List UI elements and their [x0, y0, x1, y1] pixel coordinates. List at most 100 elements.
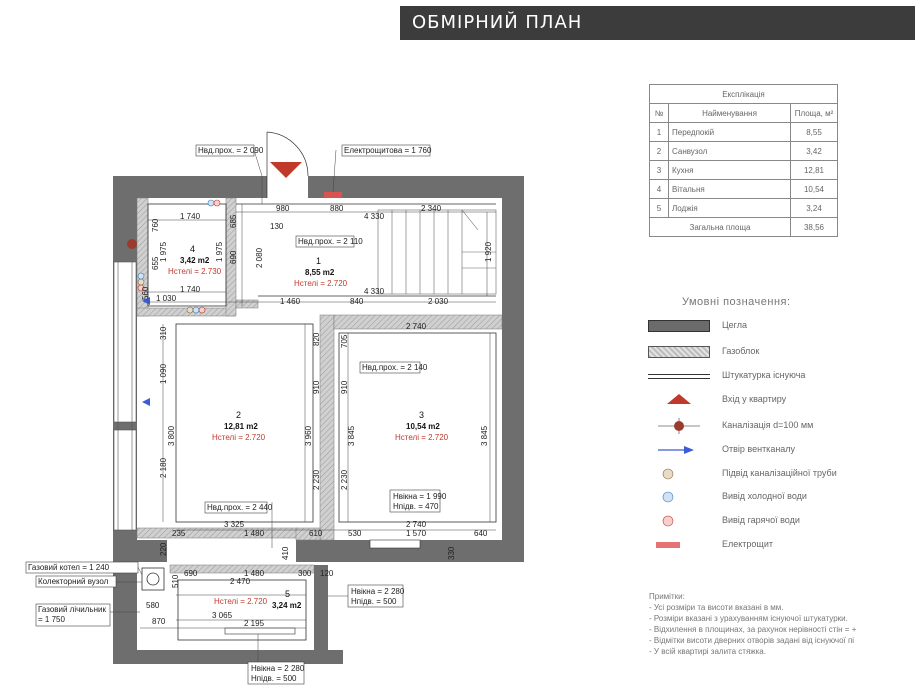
- svg-text:1 480: 1 480: [244, 569, 265, 578]
- cold-water-icon: [662, 491, 674, 503]
- svg-text:910: 910: [312, 380, 321, 394]
- svg-text:3,42 m2: 3,42 m2: [180, 256, 210, 265]
- gasblock-walls: [136, 197, 503, 574]
- svg-text:3 845: 3 845: [480, 425, 489, 446]
- svg-text:12,81 m2: 12,81 m2: [224, 422, 258, 431]
- svg-text:1 740: 1 740: [180, 212, 201, 221]
- explication-caption: Експлікація: [649, 84, 838, 104]
- svg-text:2 195: 2 195: [244, 619, 265, 628]
- header-num: №: [649, 103, 669, 123]
- svg-text:640: 640: [474, 529, 488, 538]
- callout-door-room3: Нвд.прох. = 2 140: [362, 363, 428, 372]
- svg-text:1: 1: [316, 256, 321, 266]
- svg-text:310: 310: [159, 326, 168, 340]
- room-3: 3 10,54 m2 Нстелі = 2.720: [395, 410, 449, 442]
- svg-text:3,24 m2: 3,24 m2: [272, 601, 302, 610]
- legend-title: Умовні позначення:: [682, 296, 791, 308]
- dimension-labels: 980 880 4 330 2 340 130 1 740 1 740 4 33…: [146, 204, 488, 628]
- svg-text:3 960: 3 960: [304, 425, 313, 446]
- electric-panel-icon: [324, 192, 342, 198]
- callout-gas-meter: Газовий лічильник: [38, 605, 106, 614]
- cold-water-icon: [192, 306, 200, 314]
- brick-wall-icon: [648, 320, 710, 332]
- notes-title: Примітки:: [649, 592, 685, 601]
- brick-walls: [113, 176, 524, 664]
- callout-leaders: [110, 149, 348, 662]
- entrance-triangle-icon: [667, 394, 691, 404]
- svg-text:1 975: 1 975: [159, 241, 168, 262]
- room-2: 2 12,81 m2 Нстелі = 2.720: [212, 410, 266, 442]
- svg-text:1 030: 1 030: [156, 294, 177, 303]
- svg-text:2 470: 2 470: [230, 577, 251, 586]
- svg-text:655: 655: [151, 256, 160, 270]
- hot-water-icon: [662, 515, 674, 527]
- callout-door-hall: Нвд.прох. = 2 110: [298, 237, 363, 246]
- svg-text:2 030: 2 030: [428, 297, 449, 306]
- note-line: - У всій квартирі залита стяжка.: [649, 647, 766, 656]
- callout-window-loggia-sill: Нпідв. = 500: [351, 597, 397, 606]
- svg-text:Нстелі = 2.730: Нстелі = 2.730: [168, 267, 222, 276]
- vertical-dimension-labels: 760 1 975 1 975 655 690 685 2 080 1 920 …: [141, 214, 493, 588]
- callout-electric-panel: Електрощитова = 1 760: [344, 146, 432, 155]
- legend-item: Вивід гарячої води: [648, 513, 915, 529]
- legend-item: Отвір вентканалу: [648, 442, 915, 458]
- vent-arrow-icon: [658, 446, 694, 454]
- svg-text:2 740: 2 740: [406, 520, 427, 529]
- callout-window-room3-sill: Нпідв. = 470: [393, 502, 439, 511]
- boiler-circle-icon: [146, 572, 160, 586]
- header-name: Найменування: [668, 103, 791, 123]
- svg-text:4: 4: [190, 244, 195, 254]
- room-4: 4 3,42 m2 Нстелі = 2.730: [168, 244, 222, 276]
- svg-text:220: 220: [159, 542, 168, 556]
- svg-text:980: 980: [276, 204, 290, 213]
- entrance-door: [266, 131, 309, 198]
- legend-item: Цегла: [648, 318, 915, 334]
- svg-text:3 325: 3 325: [224, 520, 245, 529]
- svg-text:1 460: 1 460: [280, 297, 301, 306]
- note-line: - Усі розміри та висоти вказані в мм.: [649, 603, 784, 612]
- callout-door-kitchen: Нвд.прох. = 2 440: [207, 503, 273, 512]
- svg-text:1 090: 1 090: [159, 363, 168, 384]
- page-title: ОБМІРНИЙ ПЛАН: [400, 6, 915, 40]
- plaster-line-icon: [648, 374, 710, 379]
- svg-text:Нстелі = 2.720: Нстелі = 2.720: [294, 279, 348, 288]
- svg-text:4 330: 4 330: [364, 212, 385, 221]
- electric-panel-icon: [656, 542, 680, 548]
- legend-item: Електрощит: [648, 537, 915, 553]
- callout-window-bottom-sill: Нпідв. = 500: [251, 674, 297, 683]
- svg-text:330: 330: [447, 546, 456, 560]
- entrance-triangle-icon: [270, 162, 302, 178]
- svg-text:2 230: 2 230: [340, 469, 349, 490]
- legend-item: Газоблок: [648, 344, 915, 360]
- sewer-pipe-icon: [127, 239, 137, 249]
- room-5: 5 Нстелі = 2.720 3,24 m2: [214, 589, 302, 610]
- plumbing-points: [127, 199, 221, 314]
- cold-water-icon: [137, 272, 145, 280]
- cold-water-icon: [207, 199, 215, 207]
- callout-window-room3-h: Нвікна = 1 990: [393, 492, 447, 501]
- callout-window-loggia-h: Нвікна = 2 280: [351, 587, 405, 596]
- svg-text:235: 235: [172, 529, 186, 538]
- svg-text:3 800: 3 800: [167, 425, 176, 446]
- legend-item: Підвід каналізаційної труби: [648, 466, 915, 482]
- svg-text:2: 2: [236, 410, 241, 420]
- staircase: [377, 209, 497, 295]
- legend-item: Каналізація d=100 мм: [648, 418, 915, 434]
- svg-text:8,55 m2: 8,55 m2: [305, 268, 335, 277]
- left-windows: [113, 261, 137, 531]
- svg-text:1 570: 1 570: [406, 529, 427, 538]
- svg-text:3 065: 3 065: [212, 611, 233, 620]
- callout-boiler: Газовий котел = 1 240: [28, 563, 110, 572]
- plaster-lines: [147, 203, 497, 641]
- callout-boxes: [25, 144, 441, 685]
- svg-text:705: 705: [340, 334, 349, 348]
- svg-text:2 080: 2 080: [255, 247, 264, 268]
- callout-gas-meter-h: = 1 750: [38, 615, 65, 624]
- callout-collector: Колекторний вузол: [38, 577, 109, 586]
- note-line: - Відмітки висоти дверних отворів задані…: [649, 636, 855, 645]
- sewer-inlet-icon: [186, 306, 194, 314]
